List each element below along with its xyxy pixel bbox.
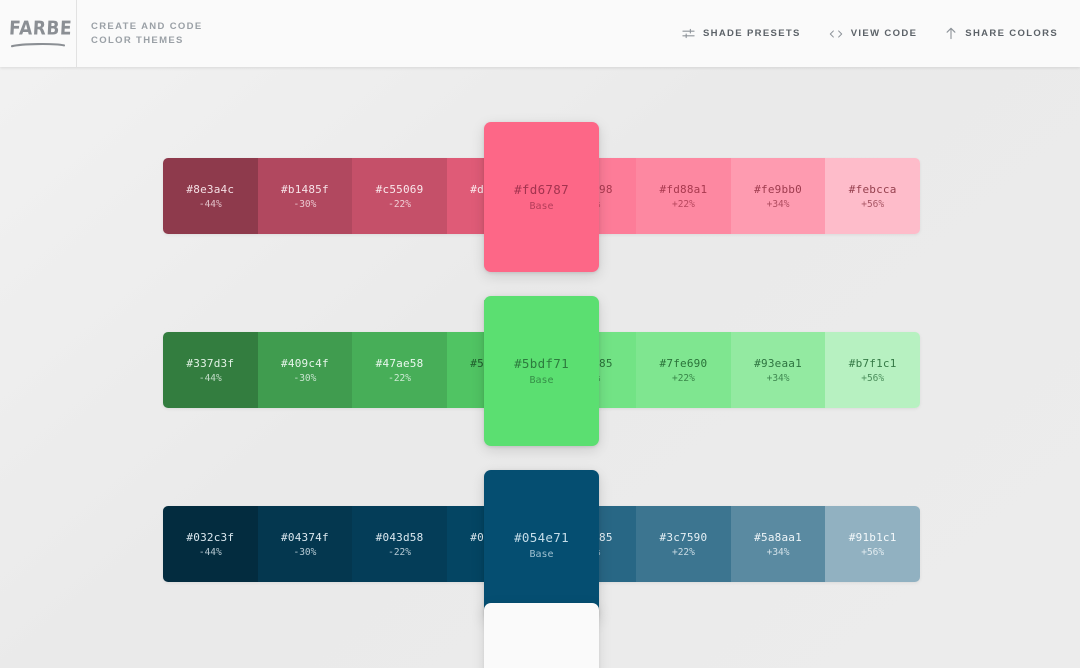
nav-label-shade-presets: SHADE PRESETS	[702, 28, 801, 39]
shade-swatch[interactable]: #8e3a4c -44%	[163, 158, 258, 234]
shade-percent: +34%	[766, 198, 790, 210]
code-brackets-icon	[829, 28, 843, 40]
shade-hex: #409c4f	[281, 356, 329, 370]
shade-swatch[interactable]: #7fe690 +22%	[636, 332, 731, 408]
sliders-icon	[682, 27, 695, 40]
base-hex: #fd6787	[514, 182, 569, 197]
next-palette-base-swatch[interactable]	[484, 603, 599, 668]
shade-swatch[interactable]: #5a8aa1 +34%	[730, 506, 826, 582]
shade-percent: +56%	[861, 198, 885, 210]
shade-hex: #b1485f	[281, 182, 329, 196]
palette-row: PASTEL GREEN#337d3f-44%#409c4f-30%#47ae5…	[0, 241, 1080, 446]
shade-swatch[interactable]: #043d58 -22%	[352, 506, 447, 582]
app-header: FARBE CREATE AND CODE COLOR THEMES SHADE…	[0, 0, 1080, 67]
base-hex: #054e71	[514, 530, 569, 545]
shade-hex: #fd88a1	[659, 182, 708, 196]
shade-swatch[interactable]: #409c4f -30%	[257, 332, 353, 408]
shade-swatch[interactable]: #337d3f -44%	[163, 332, 258, 408]
shade-percent: +56%	[861, 372, 885, 384]
logo-underline-icon	[10, 42, 66, 47]
tagline: CREATE AND CODE COLOR THEMES	[77, 0, 203, 67]
base-label: Base	[529, 549, 554, 560]
shade-percent: +56%	[861, 546, 885, 558]
shade-hex: #8e3a4c	[186, 182, 235, 196]
shade-percent: +34%	[766, 546, 790, 558]
nav-label-share-colors: SHARE COLORS	[965, 28, 1058, 39]
shade-percent: -22%	[388, 372, 411, 384]
base-label: Base	[529, 201, 554, 212]
shade-swatch[interactable]: #032c3f -44%	[163, 506, 258, 582]
shade-hex: #5a8aa1	[754, 530, 802, 544]
shade-hex: #93eaa1	[754, 356, 802, 370]
shade-percent: -30%	[293, 372, 317, 384]
palette-board: BRINK PINK#8e3a4c-44%#b1485f-30%#c55069-…	[0, 67, 1080, 620]
shade-percent: -44%	[198, 198, 222, 210]
logo-wordmark: FARBE	[8, 17, 73, 40]
base-hex: #5bdf71	[514, 356, 569, 371]
shade-hex: #47ae58	[375, 356, 424, 370]
palette-row: REGAL BLUE#032c3f-44%#04374f-30%#043d58-…	[0, 415, 1080, 620]
shade-swatch[interactable]: #c55069 -22%	[352, 158, 447, 234]
shade-swatch[interactable]: #b1485f -30%	[257, 158, 353, 234]
header-nav: SHADE PRESETS VIEW CODE SHARE COLORS	[682, 0, 1080, 67]
shade-hex: #337d3f	[186, 356, 235, 370]
shade-percent: +22%	[671, 546, 695, 558]
next-palette-partial	[0, 589, 1080, 668]
shade-swatch[interactable]: #93eaa1 +34%	[730, 332, 826, 408]
shade-percent: -44%	[198, 546, 222, 558]
shade-hex: #91b1c1	[848, 530, 897, 544]
shade-swatch[interactable]: #fe9bb0 +34%	[730, 158, 826, 234]
shade-hex: #c55069	[375, 182, 424, 196]
upload-icon	[945, 27, 957, 40]
shade-swatch[interactable]: #febcca +56%	[825, 158, 920, 234]
palette-row: BRINK PINK#8e3a4c-44%#b1485f-30%#c55069-…	[0, 67, 1080, 272]
shade-swatch[interactable]: #fd88a1 +22%	[636, 158, 731, 234]
shade-strip: #032c3f-44%#04374f-30%#043d58-22%#044563…	[163, 506, 920, 582]
shade-percent: +22%	[671, 198, 695, 210]
tagline-line-2: COLOR THEMES	[91, 34, 184, 46]
shade-percent: -44%	[198, 372, 222, 384]
shade-swatch[interactable]: #47ae58 -22%	[352, 332, 447, 408]
nav-item-share-colors[interactable]: SHARE COLORS	[945, 27, 1058, 40]
shade-percent: -30%	[293, 546, 317, 558]
shade-percent: -22%	[388, 198, 411, 210]
logo[interactable]: FARBE	[0, 0, 77, 67]
nav-item-shade-presets[interactable]: SHADE PRESETS	[682, 27, 801, 40]
shade-swatch[interactable]: #3c7590 +22%	[636, 506, 731, 582]
shade-hex: #3c7590	[659, 530, 708, 544]
shade-hex: #7fe690	[659, 356, 708, 370]
shade-hex: #043d58	[375, 530, 424, 544]
shade-percent: -22%	[388, 546, 411, 558]
shade-hex: #b7f1c1	[848, 356, 897, 370]
shade-swatch[interactable]: #b7f1c1 +56%	[825, 332, 920, 408]
shade-percent: +22%	[671, 372, 695, 384]
base-label: Base	[529, 375, 554, 386]
shade-swatch[interactable]: #04374f -30%	[257, 506, 353, 582]
shade-percent: +34%	[766, 372, 790, 384]
shade-percent: -30%	[293, 198, 317, 210]
nav-label-view-code: VIEW CODE	[850, 28, 918, 39]
shade-hex: #fe9bb0	[754, 182, 802, 196]
nav-item-view-code[interactable]: VIEW CODE	[829, 28, 918, 40]
tagline-line-1: CREATE AND CODE	[91, 21, 203, 32]
shade-swatch[interactable]: #91b1c1 +56%	[825, 506, 920, 582]
shade-hex: #032c3f	[186, 530, 235, 544]
shade-hex: #febcca	[848, 182, 897, 196]
shade-hex: #04374f	[281, 530, 329, 544]
